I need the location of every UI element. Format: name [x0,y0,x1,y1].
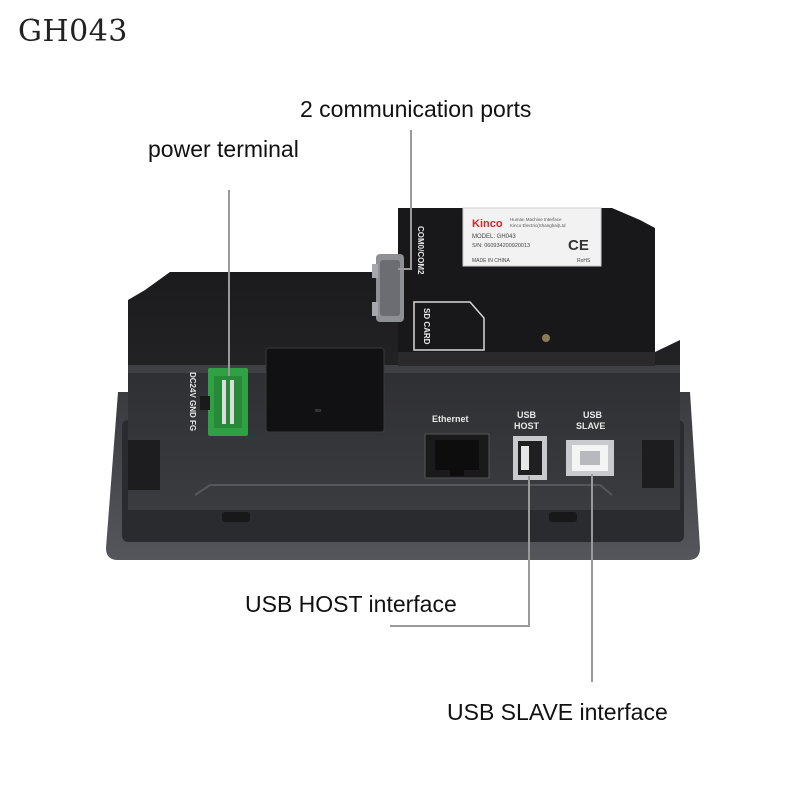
ethernet-label: Ethernet [432,414,469,424]
callout-comm-ports: 2 communication ports [300,96,532,122]
leader-usb-slave-vertical [591,474,593,682]
label-line1: Human Machine Interface [510,217,562,222]
leader-usb-host-vertical [528,476,530,626]
label-serial: S/N: 060934200920013 [472,243,530,249]
label-line2: Kinco Electric(Shanghai)Ltd [510,223,566,228]
label-rohs: RoHS [577,258,591,264]
callout-power-terminal: power terminal [148,136,299,162]
power-terminal [200,368,248,436]
usb-slave-label-1: USB [583,410,603,420]
ce-mark: CE [568,237,589,254]
leader-power-vertical [228,190,230,376]
latch-slot-left [222,512,250,522]
screw [542,334,550,342]
db9-connector [372,254,404,322]
leader-usb-host-horizontal [390,625,530,627]
latch-slot-right [549,512,577,522]
leader-comm-vertical [410,130,412,270]
sd-card-slot [413,301,485,351]
label-brand: Kinco [472,218,503,230]
label-model: MODEL: GH043 [472,234,516,240]
callout-usb-slave: USB SLAVE interface [447,699,668,725]
usb-host-port [513,436,547,480]
model-title: GH043 [18,14,128,49]
right-notch [642,440,674,488]
usb-slave-port [566,440,614,476]
sd-card-label: SD CARD [422,308,431,345]
ethernet-port [424,433,490,479]
usb-slave-label-2: SLAVE [576,421,605,431]
power-label: DC24V GND FG [188,372,197,431]
com-port-label: COM0/COM2 [416,226,425,275]
battery-cover [265,347,385,433]
left-notch [128,440,160,490]
usb-host-label-2: HOST [514,421,540,431]
label-made-in: MADE IN CHINA [472,258,510,264]
callout-usb-host: USB HOST interface [245,591,457,617]
product-label [462,207,602,267]
bottom-ridge [194,484,613,496]
usb-host-label-1: USB [517,410,537,420]
leader-comm-horizontal [398,268,412,270]
